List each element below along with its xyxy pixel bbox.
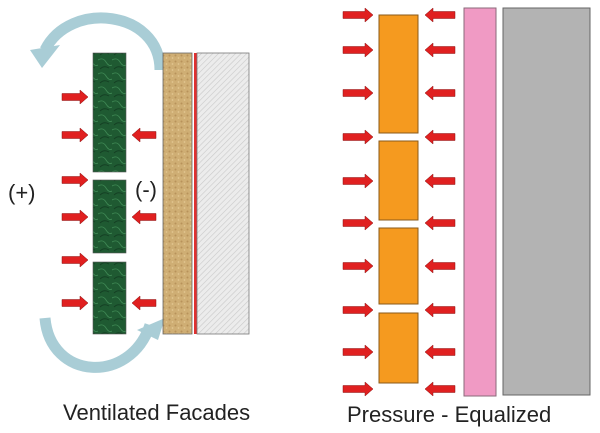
cladding-panel <box>92 179 127 254</box>
pressure-arrow-right <box>342 85 374 101</box>
pressure-arrow-left <box>424 381 456 397</box>
positive-pressure-label: (+) <box>8 180 36 205</box>
cladding-panel <box>378 312 419 384</box>
pressure-arrow-left <box>424 173 456 189</box>
insulation-layer <box>162 52 193 335</box>
pressure-arrow-right <box>342 258 374 274</box>
air-barrier-layer <box>463 7 497 397</box>
pressure-arrow-right <box>61 209 89 225</box>
cladding-panel <box>92 52 127 173</box>
pressure-arrow-right <box>342 42 374 58</box>
negative-pressure-label: (-) <box>135 177 157 202</box>
air-flow-arrowhead-bottom <box>137 318 165 340</box>
pressure-equalized-caption: Pressure - Equalized <box>347 402 552 427</box>
pressure-arrow-right <box>61 252 89 268</box>
pressure-arrow-left <box>424 302 456 318</box>
cladding-panel <box>378 14 419 134</box>
ventilated-facades-caption: Ventilated Facades <box>63 400 251 425</box>
pressure-arrow-left <box>424 258 456 274</box>
pressure-arrow-right <box>342 129 374 145</box>
pressure-arrow-right <box>61 172 89 188</box>
pressure-arrow-left <box>424 215 456 231</box>
pressure-arrow-right <box>342 344 374 360</box>
pressure-arrow-right <box>61 89 89 105</box>
pressure-arrow-left <box>131 209 157 225</box>
pressure-arrow-right <box>342 381 374 397</box>
pressure-arrow-left <box>424 344 456 360</box>
air-flow-arrowhead-top <box>30 45 60 68</box>
ventilated-facade-diagram <box>30 12 250 373</box>
structural-wall <box>196 52 250 335</box>
air-flow-arrow-bottom <box>39 317 156 373</box>
structural-wall <box>502 7 591 396</box>
pressure-arrow-right <box>342 7 374 23</box>
pressure-arrow-right <box>61 295 89 311</box>
cladding-panel <box>378 140 419 221</box>
pressure-equalized-diagram <box>342 7 591 397</box>
air-flow-arrow-top <box>40 12 166 71</box>
pressure-arrow-left <box>424 85 456 101</box>
pressure-arrow-left <box>424 129 456 145</box>
cladding-panel <box>92 261 127 335</box>
pressure-arrow-right <box>342 302 374 318</box>
pressure-arrow-left <box>131 127 157 143</box>
pressure-arrow-right <box>342 173 374 189</box>
pressure-arrows-left <box>61 89 157 311</box>
pressure-arrow-right <box>61 127 89 143</box>
pressure-arrow-right <box>342 215 374 231</box>
pressure-arrow-left <box>131 295 157 311</box>
pressure-arrow-left <box>424 42 456 58</box>
cladding-panel <box>378 227 419 305</box>
pressure-arrow-left <box>424 7 456 23</box>
pressure-arrows-right <box>342 7 456 397</box>
membrane-layer <box>194 53 197 334</box>
